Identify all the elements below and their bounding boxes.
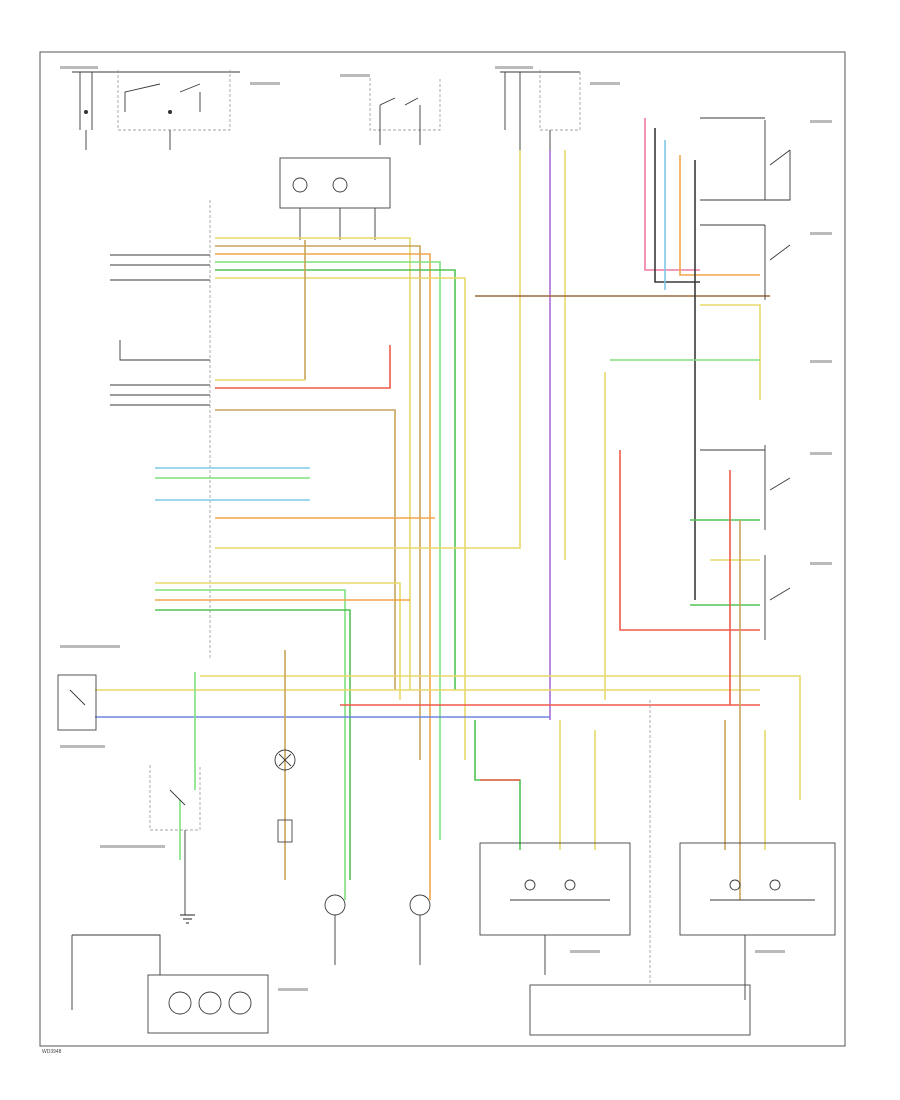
relay-module (279, 157, 391, 240)
right-switch-box-1 (700, 117, 791, 201)
left-rear-lamp-assembly (479, 842, 631, 975)
component-label-marks (60, 66, 832, 991)
top-right-fuse-group (500, 70, 581, 200)
stop-lamp-switch (57, 674, 97, 731)
ground-icon (180, 914, 195, 924)
top-left-fuse-group (72, 70, 240, 150)
right-rear-lamp-assembly (679, 842, 836, 1000)
right-switch-box-3 (700, 445, 791, 530)
lamp-socket-center (409, 894, 431, 965)
footer-code: WD3948 (42, 1049, 62, 1055)
right-switch-box-4 (764, 555, 791, 640)
headlamp-switch (149, 765, 201, 915)
lamp-socket-left (324, 894, 346, 965)
instrument-cluster (71, 934, 269, 1034)
connector-icon (277, 819, 293, 843)
control-module-box (110, 200, 211, 660)
top-center-switch-group (369, 78, 441, 145)
bulb-icon (274, 749, 296, 771)
harness-wires (95, 118, 801, 900)
rear-ground-bus (529, 700, 751, 1036)
right-switch-box-2 (700, 224, 791, 300)
diagram-frame (39, 51, 846, 1047)
